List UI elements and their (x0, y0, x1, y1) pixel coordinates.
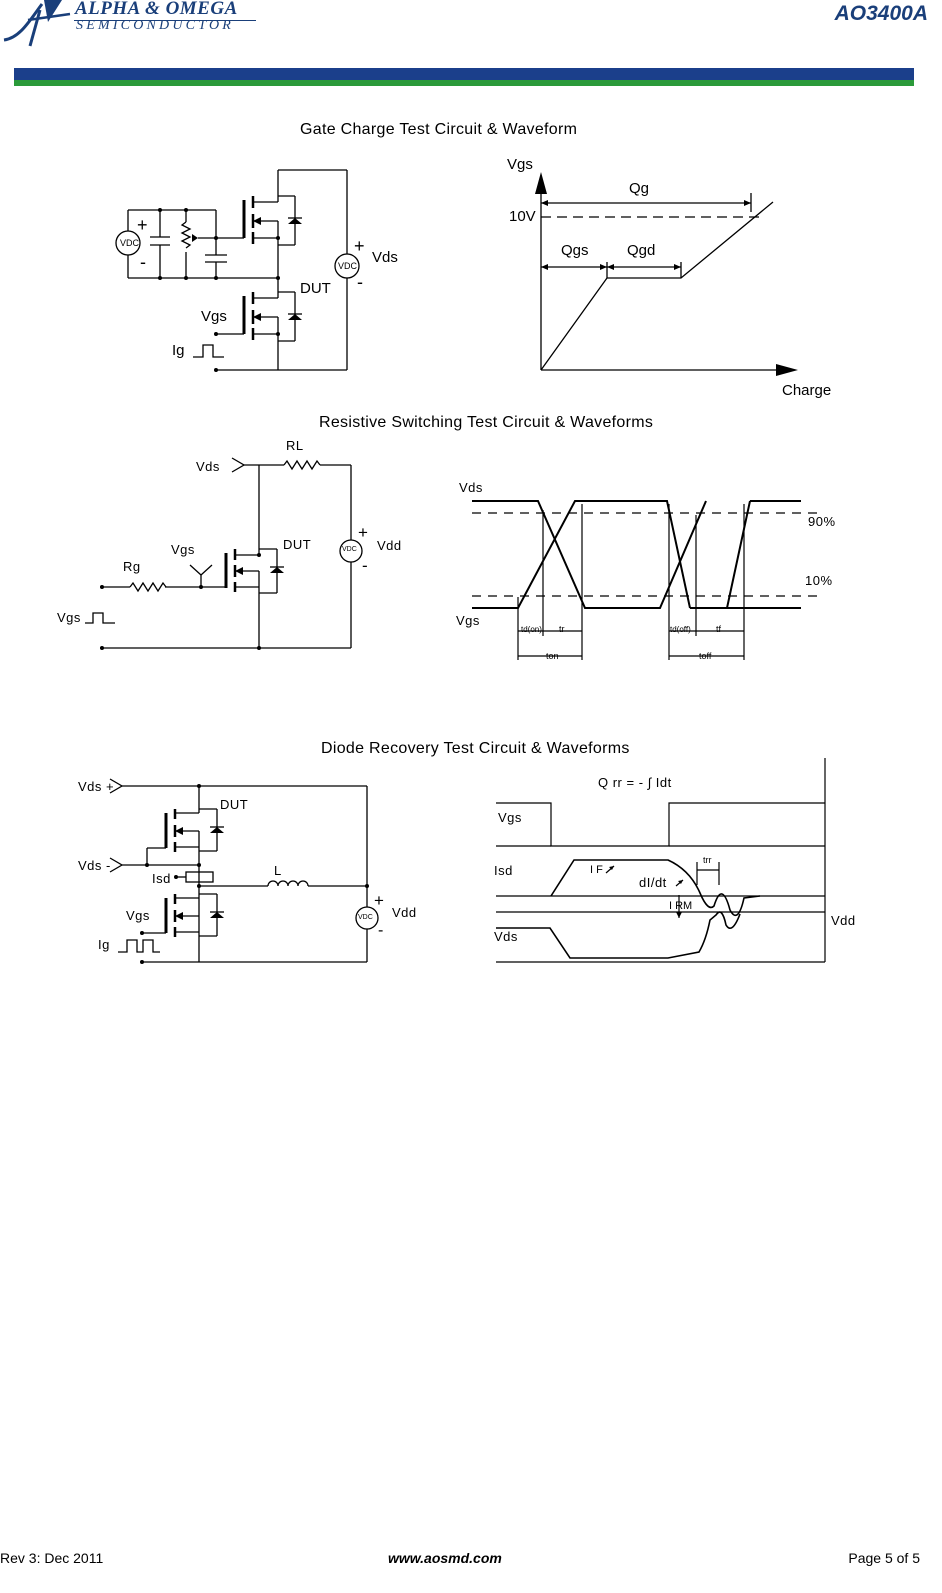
vdd-label: Vdd (392, 905, 417, 920)
plus-sign: + (137, 215, 148, 235)
waveform-qgs-label: Qgs (561, 242, 589, 259)
ig-label: Ig (172, 342, 185, 359)
ig-label: Ig (98, 937, 110, 952)
ton-label: ton (546, 651, 559, 661)
company-logo: ALPHA & OMEGA SEMICONDUCTOR (0, 0, 260, 50)
vgs-label: Vgs (126, 908, 150, 923)
rg-label: Rg (123, 559, 141, 574)
td-on-label: td(on) (521, 625, 542, 634)
vgs-label: Vgs (171, 542, 195, 557)
td-off-label: td(off) (670, 625, 691, 634)
qrr-formula-label: Q rr = - ∫ Idt (598, 775, 672, 790)
page-number: Page 5 of 5 (848, 1550, 920, 1566)
tr-label: tr (559, 624, 565, 634)
header-band-green (14, 80, 914, 86)
waveform-vds-label: Vds (459, 480, 483, 495)
vdc-source-right-label: VDC (338, 261, 358, 271)
toff-label: toff (699, 651, 712, 661)
minus-sign: - (357, 272, 363, 292)
logo-company-name: ALPHA & OMEGA (75, 0, 238, 19)
resistive-switching-title: Resistive Switching Test Circuit & Wavef… (319, 414, 654, 431)
minus-sign: - (362, 556, 368, 575)
gate-charge-title: Gate Charge Test Circuit & Waveform (300, 121, 578, 138)
revision-text: Rev 3: Dec 2011 (0, 1550, 104, 1566)
minus-sign: - (378, 922, 384, 939)
vds-plus-label: Vds + (78, 779, 115, 794)
vgs-input-label: Vgs (57, 610, 81, 625)
percent-10-label: 10% (805, 573, 833, 588)
tf-label: tf (716, 624, 722, 634)
vds-label: Vds (372, 249, 398, 266)
waveform-vgs-label: Vgs (507, 156, 533, 173)
website-link[interactable]: www.aosmd.com (388, 1550, 502, 1566)
waveform-vgs-label: Vgs (498, 810, 522, 825)
vgs-label: Vgs (201, 308, 227, 325)
plus-sign: + (358, 523, 368, 542)
dut-label: DUT (300, 280, 331, 297)
part-number: AO3400A (834, 2, 928, 25)
waveform-isd-label: Isd (494, 863, 513, 878)
dut-label: DUT (220, 797, 249, 812)
minus-sign: - (140, 252, 146, 272)
waveform-vdd-label: Vdd (831, 913, 856, 928)
rl-label: RL (286, 438, 304, 453)
waveform-if-label: I F (590, 864, 603, 876)
waveform-vgs-label: Vgs (456, 613, 480, 628)
vdc-source-label: VDC (342, 546, 357, 553)
waveform-vds-label: Vds (494, 929, 518, 944)
vds-label: Vds (196, 459, 220, 474)
waveform-trr-label: trr (703, 855, 712, 865)
inductor-label: L (274, 863, 282, 878)
waveform-charge-label: Charge (782, 382, 832, 399)
logo-company-subtitle: SEMICONDUCTOR (76, 18, 235, 33)
waveform-10v-label: 10V (509, 208, 536, 225)
isd-label: Isd (152, 871, 171, 886)
vdc-source-label: VDC (358, 914, 373, 921)
vdc-source-left-label: VDC (120, 238, 140, 248)
waveform-irm-label: I RM (669, 900, 693, 912)
percent-90-label: 90% (808, 514, 836, 529)
vds-minus-label: Vds - (78, 858, 111, 873)
header-band-blue (14, 68, 914, 80)
dut-label: DUT (283, 537, 312, 552)
waveform-qgd-label: Qgd (627, 242, 656, 259)
plus-sign: + (354, 236, 365, 256)
logo-mark-icon (3, 0, 71, 47)
diode-recovery-title: Diode Recovery Test Circuit & Waveforms (321, 740, 630, 757)
vdd-label: Vdd (377, 538, 402, 553)
plus-sign: + (374, 891, 384, 910)
waveform-qg-label: Qg (629, 180, 650, 197)
waveform-didt-label: dI/dt (639, 875, 667, 890)
